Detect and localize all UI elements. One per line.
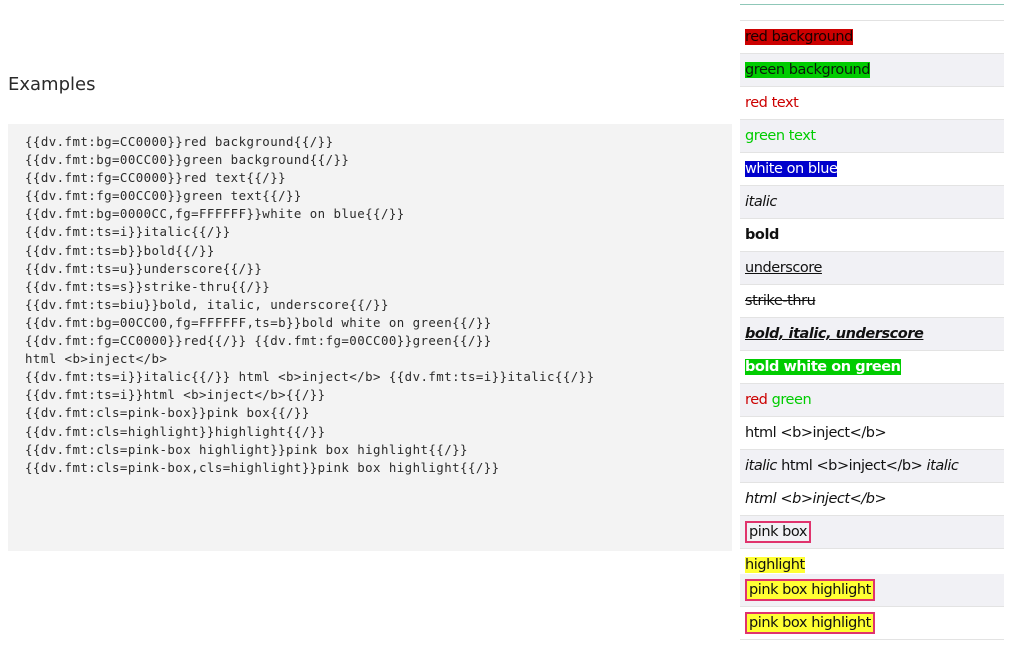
result-green-background: green background xyxy=(745,62,871,78)
result-bold: bold xyxy=(745,227,779,243)
result-row-italic-html-inject: html <b>inject</b> xyxy=(740,483,1004,516)
code-line: {{dv.fmt:ts=biu}}bold, italic, underscor… xyxy=(25,296,389,312)
code-line: {{dv.fmt:ts=s}}strike-thru{{/}} xyxy=(25,278,271,294)
code-line: {{dv.fmt:bg=CC0000}}red background{{/}} xyxy=(25,134,334,149)
top-accent-line xyxy=(740,0,1004,5)
section-heading: Examples xyxy=(8,74,96,95)
result-row-red-green: red green xyxy=(740,384,1004,417)
result-row-pink-box: pink box xyxy=(740,516,1004,549)
top-divider xyxy=(740,20,1004,21)
result-strike-thru: strike-thru xyxy=(745,293,816,309)
result-pink-box: pink box xyxy=(745,521,812,543)
result-highlight: highlight xyxy=(745,557,805,573)
result-row-strike-thru: strike-thru xyxy=(740,285,1004,318)
code-line: {{dv.fmt:cls=highlight}}highlight{{/}} xyxy=(25,423,326,439)
code-line: {{dv.fmt:bg=00CC00}}green background{{/}… xyxy=(25,152,350,168)
result-row-green-background: green background xyxy=(740,54,1004,87)
result-white-on-blue: white on blue xyxy=(745,161,838,177)
code-line: {{dv.fmt:ts=i}}italic{{/}} html <b>injec… xyxy=(25,369,595,385)
rendered-results-panel: red background green background red text… xyxy=(735,0,1004,640)
result-row-green-text: green text xyxy=(740,120,1004,153)
code-line: {{dv.fmt:ts=i}}italic{{/}} xyxy=(25,224,231,240)
code-line: html <b>inject</b> xyxy=(25,351,168,367)
code-line: {{dv.fmt:ts=b}}bold{{/}} xyxy=(25,242,215,258)
result-row-underscore: underscore xyxy=(740,252,1004,285)
code-line: {{dv.fmt:fg=00CC00}}green text{{/}} xyxy=(25,188,302,204)
result-italic: italic xyxy=(745,194,777,210)
result-red: red xyxy=(745,392,768,408)
result-html-inject: html <b>inject</b> xyxy=(745,425,887,441)
result-green: green xyxy=(771,392,812,408)
result-row-pink-box-highlight-1: pink box highlight xyxy=(740,574,1004,607)
code-line: {{dv.fmt:bg=00CC00,fg=FFFFFF,ts=b}}bold … xyxy=(25,314,492,330)
result-bold-italic-underscore: bold, italic, underscore xyxy=(745,326,924,342)
result-row-italic: italic xyxy=(740,186,1004,219)
code-line: {{dv.fmt:ts=i}}html <b>inject</b>{{/}} xyxy=(25,387,326,403)
result-row-italic-html-inject-italic: italic html <b>inject</b> italic xyxy=(740,450,1004,483)
result-italic-html-inject: html <b>inject</b> xyxy=(745,491,887,507)
result-row-white-on-blue: white on blue xyxy=(740,153,1004,186)
result-row-pink-box-highlight-2: pink box highlight xyxy=(740,607,1004,640)
code-block: {{dv.fmt:bg=CC0000}}red background{{/}} … xyxy=(8,124,732,551)
code-line: {{dv.fmt:cls=pink-box,cls=highlight}}pin… xyxy=(25,459,500,475)
code-line: {{dv.fmt:ts=u}}underscore{{/}} xyxy=(25,260,263,276)
result-pink-box-highlight: pink box highlight xyxy=(745,579,875,601)
code-line: {{dv.fmt:fg=CC0000}}red{{/}} {{dv.fmt:fg… xyxy=(25,333,492,349)
result-bold-white-on-green: bold white on green xyxy=(745,359,901,375)
result-row-bold-white-on-green: bold white on green xyxy=(740,351,1004,384)
result-italic-right: italic xyxy=(926,458,959,474)
result-underscore: underscore xyxy=(745,260,822,276)
result-row-bold: bold xyxy=(740,219,1004,252)
code-line: {{dv.fmt:fg=CC0000}}red text{{/}} xyxy=(25,170,287,186)
code-line: {{dv.fmt:cls=pink-box}}pink box{{/}} xyxy=(25,405,310,421)
result-row-bold-italic-underscore: bold, italic, underscore xyxy=(740,318,1004,351)
result-italic-left: italic xyxy=(745,458,777,474)
result-html-inject-mid: html <b>inject</b> xyxy=(776,458,927,474)
code-line: {{dv.fmt:cls=pink-box highlight}}pink bo… xyxy=(25,441,468,457)
result-row-red-background: red background xyxy=(740,21,1004,54)
result-row-red-text: red text xyxy=(740,87,1004,120)
code-line: {{dv.fmt:bg=0000CC,fg=FFFFFF}}white on b… xyxy=(25,206,405,222)
result-red-text: red text xyxy=(745,95,799,111)
result-pink-box-highlight: pink box highlight xyxy=(745,612,875,634)
result-red-background: red background xyxy=(745,29,853,45)
result-row-html-inject: html <b>inject</b> xyxy=(740,417,1004,450)
result-green-text: green text xyxy=(745,128,816,144)
